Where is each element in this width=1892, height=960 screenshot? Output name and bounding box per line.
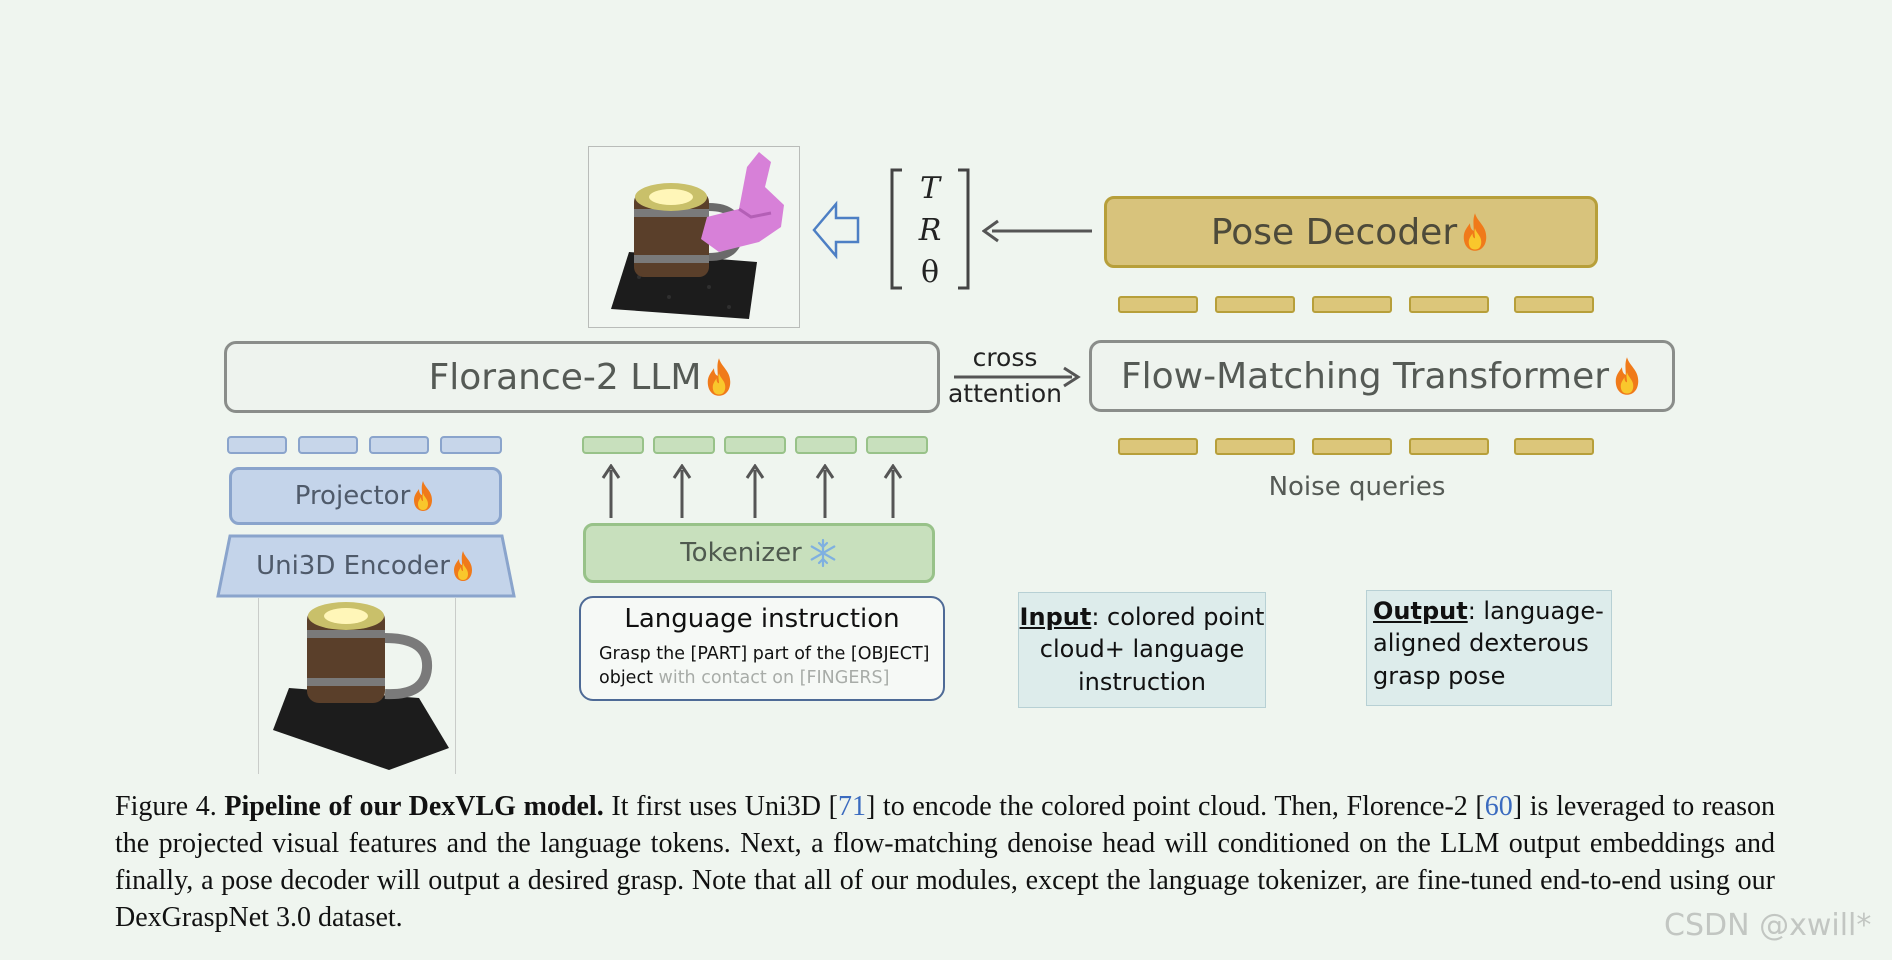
snowflake-icon [810,538,836,568]
pose-token [1514,296,1594,313]
caption-seg2: ] to encode the colored point cloud. The… [865,791,1485,822]
flame-icon [450,550,476,582]
noise-query-token [1215,438,1295,455]
language-token [582,436,644,454]
watermark: CSDN @xwill* [1664,908,1872,943]
language-instruction-optional: with contact on [FINGERS] [658,668,890,688]
input-box-label: Input [1019,603,1092,631]
grasp-result-image [588,146,800,328]
language-instruction-title: Language instruction [624,604,900,634]
pose-token [1118,296,1198,313]
flame-icon [1611,356,1643,396]
tokenizer-label: Tokenizer [680,538,802,568]
figure-label: Figure 4. [115,791,217,822]
output-box: Output: language-aligned dexterous grasp… [1366,590,1612,706]
language-token [724,436,786,454]
uni3d-encoder-block: Uni3D Encoder [216,534,516,598]
arrow-up-icon [601,464,621,518]
flame-icon [703,357,735,397]
language-instruction-box: Language instruction Grasp the [PART] pa… [579,596,945,701]
flow-matching-label: Flow-Matching Transformer [1120,355,1610,397]
noise-queries-label: Noise queries [1268,472,1446,502]
vector-t: T [919,171,940,206]
output-box-text: : language-aligned dexterous grasp pose [1373,597,1604,690]
vector-theta: θ [920,255,940,290]
pose-token [1312,296,1392,313]
output-box-label: Output [1373,597,1468,625]
pose-decoder-label: Pose Decoder [1210,211,1458,253]
caption-seg1: It first uses Uni3D [ [603,791,838,822]
pose-decoder-block: Pose Decoder [1104,196,1598,268]
arrow-up-icon [672,464,692,518]
arrow-up-icon [745,464,765,518]
point-cloud-image [258,598,456,774]
input-box-text: : colored point cloud+ language instruct… [1039,603,1265,696]
language-token [653,436,715,454]
flame-icon [410,480,436,512]
input-box: Input: colored point cloud+ language ins… [1018,592,1266,708]
noise-query-token [1409,438,1489,455]
pose-token [1215,296,1295,313]
language-instruction-prefix: object [599,668,653,688]
visual-token [440,436,502,454]
caption-seg3: ] is leveraged to reason the projected v… [115,791,1776,933]
arrow-up-icon [815,464,835,518]
arrow-right-icon [954,366,1081,388]
tokenizer-block: Tokenizer [583,523,935,583]
visual-token [298,436,358,454]
citation-60[interactable]: 60 [1484,791,1513,822]
projector-block: Projector [229,467,502,525]
encoder-label: Uni3D Encoder [256,551,450,581]
flow-matching-block: Flow-Matching Transformer [1089,340,1675,412]
citation-71[interactable]: 71 [837,791,866,822]
language-token [866,436,928,454]
language-token [795,436,857,454]
llm-block: Florance-2 LLM [224,341,940,413]
noise-query-token [1514,438,1594,455]
arrow-up-icon [883,464,903,518]
projector-label: Projector [294,481,411,511]
hollow-arrow-left-icon [812,200,860,260]
visual-token [369,436,429,454]
figure-caption: Figure 4. Pipeline of our DexVLG model. … [115,788,1775,936]
noise-query-token [1118,438,1198,455]
cross-attention-label: cross attention [940,340,1070,412]
llm-label: Florance-2 LLM [428,356,702,398]
cross-attention-line2: attention [947,379,1063,408]
noise-query-token [1312,438,1392,455]
caption-bold-title: Pipeline of our DexVLG model. [224,791,604,822]
pose-token [1409,296,1489,313]
cross-attention-line1: cross [972,343,1038,372]
output-vector: T R θ [890,168,970,290]
flame-icon [1459,212,1491,252]
vector-r: R [918,213,942,248]
visual-token [227,436,287,454]
language-instruction-line1: Grasp the [PART] part of the [OBJECT] [599,644,930,664]
arrow-left-icon [982,219,1092,243]
